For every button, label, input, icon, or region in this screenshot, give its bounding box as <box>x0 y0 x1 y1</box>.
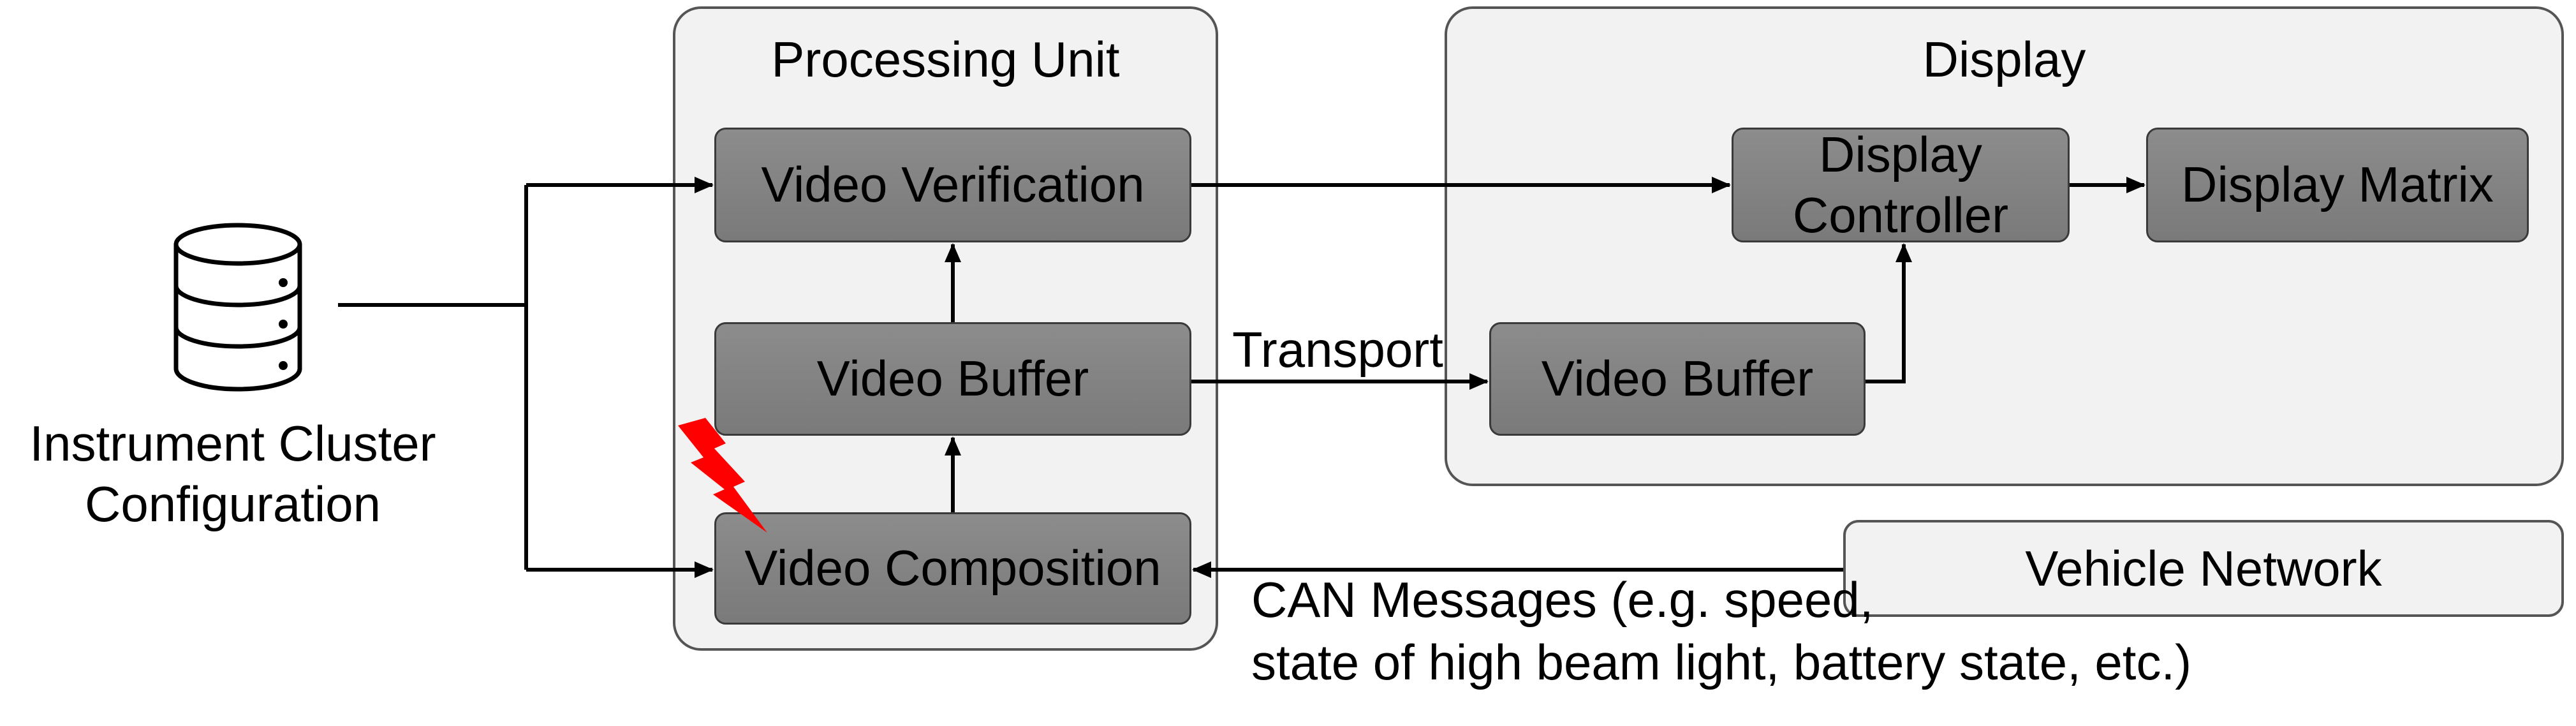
display-video-buffer-box: Video Buffer <box>1489 322 1866 436</box>
lightning-bolt-icon <box>678 418 767 533</box>
config-label-line1: Instrument Cluster <box>29 415 436 471</box>
video-verification-label: Video Verification <box>761 156 1145 213</box>
vehicle-network-box: Vehicle Network <box>1843 520 2564 617</box>
display-video-buffer-label: Video Buffer <box>1541 350 1814 407</box>
processing-unit-title: Processing Unit <box>771 31 1120 87</box>
display-controller-label-line2: Controller <box>1792 187 2009 243</box>
video-buffer-box: Video Buffer <box>714 322 1191 436</box>
video-composition-box: Video Composition <box>714 512 1191 625</box>
transport-label: Transport <box>1232 322 1443 378</box>
can-messages-label-line2: state of high beam light, battery state,… <box>1251 634 2192 690</box>
buffer-to-controller-arrow <box>1866 243 1912 383</box>
video-composition-label: Video Composition <box>744 540 1161 596</box>
database-icon <box>173 223 302 392</box>
display-controller-label-line1: Display <box>1819 126 1982 182</box>
vehicle-network-label: Vehicle Network <box>2025 540 2382 596</box>
can-messages-label-line1: CAN Messages (e.g. speed, <box>1251 572 1874 628</box>
display-matrix-label: Display Matrix <box>2181 156 2494 213</box>
display-controller-box: Display Controller <box>1732 126 2070 243</box>
video-buffer-label: Video Buffer <box>816 350 1089 407</box>
video-verification-box: Video Verification <box>714 128 1191 242</box>
display-title: Display <box>1922 31 2086 87</box>
display-matrix-box: Display Matrix <box>2146 128 2529 242</box>
config-label-line2: Configuration <box>85 476 381 532</box>
